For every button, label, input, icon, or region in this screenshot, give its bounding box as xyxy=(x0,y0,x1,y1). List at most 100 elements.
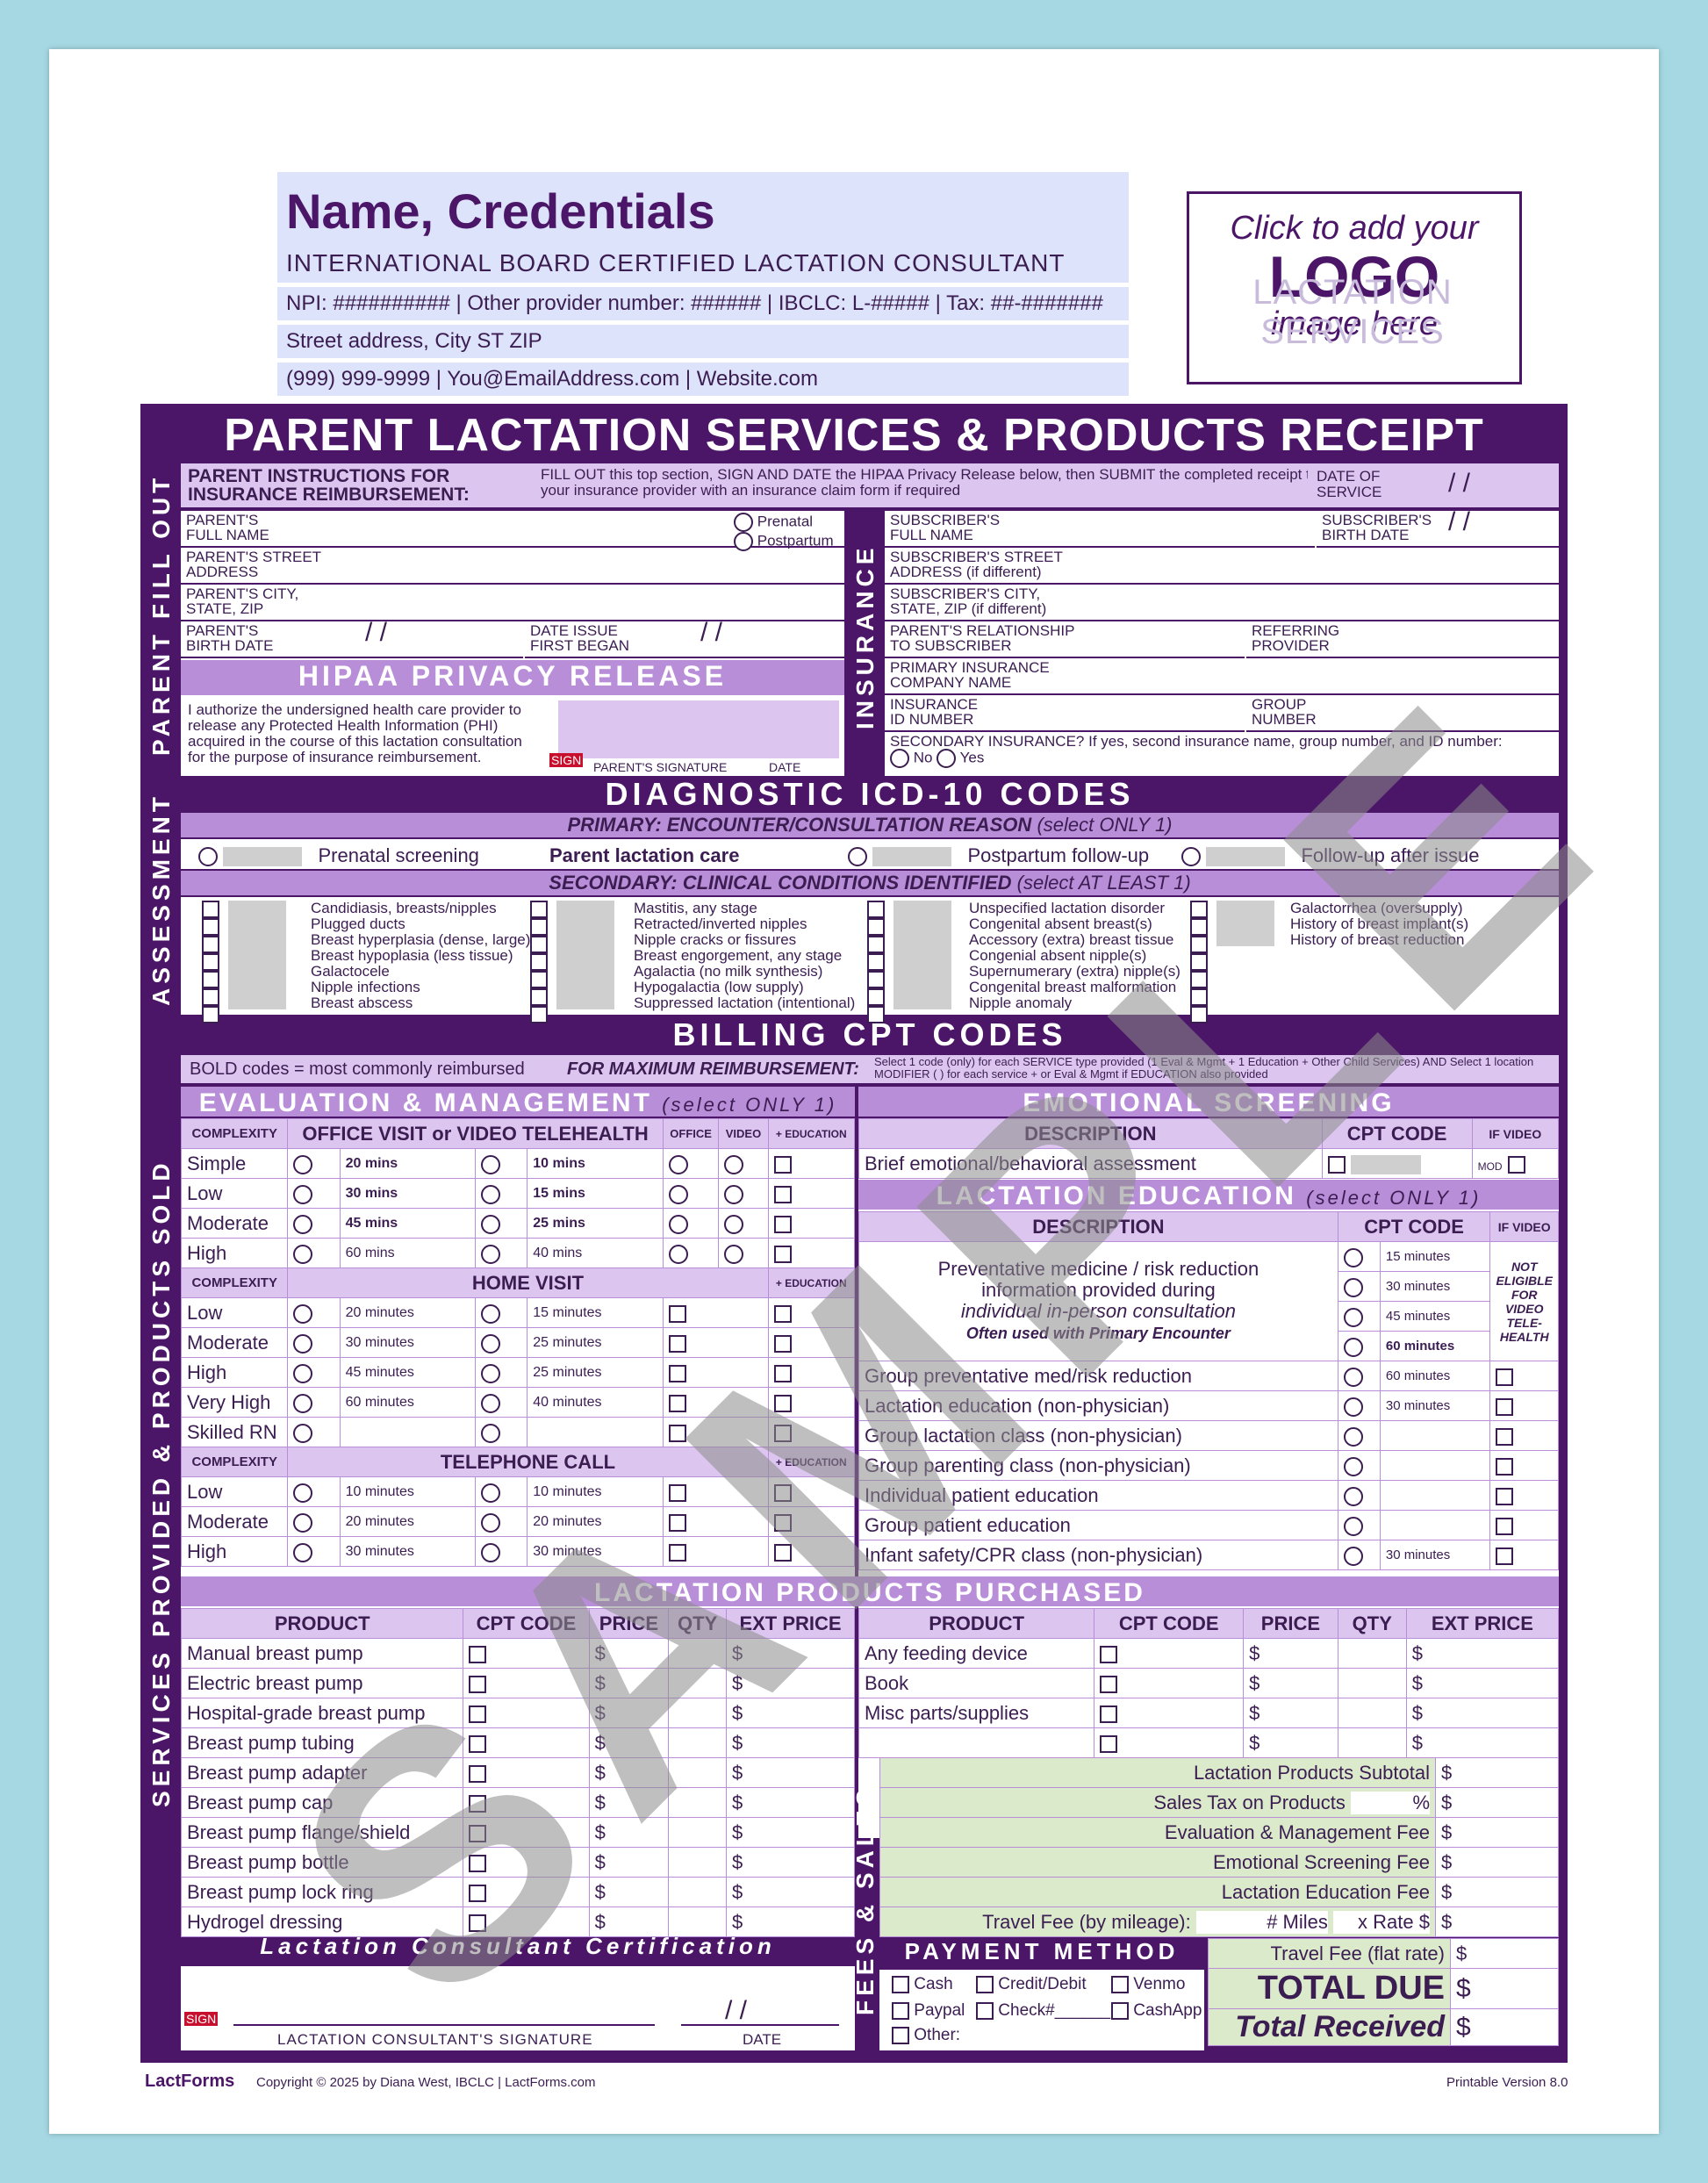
secondary-no-radio[interactable] xyxy=(890,749,909,768)
subscriber-birth-field[interactable]: SUBSCRIBER'S BIRTH DATE/ / xyxy=(1317,507,1559,548)
max-reimbursement-text: Select 1 code (only) for each SERVICE ty… xyxy=(874,1055,1534,1081)
insurance-id-field[interactable]: INSURANCE ID NUMBER xyxy=(885,695,1245,732)
col4-list: Galactorrhea (oversupply)History of brea… xyxy=(1290,900,1469,948)
code-box xyxy=(893,901,951,1009)
insurance-panel: SUBSCRIBER'S FULL NAME SUBSCRIBER'S BIRT… xyxy=(885,507,1559,776)
secondary-yes-radio[interactable] xyxy=(937,749,957,768)
instructions-bar: PARENT INSTRUCTIONS FOR INSURANCE REIMBU… xyxy=(181,463,1331,507)
cpt-note-bar: BOLD codes = most commonly reimbursed FO… xyxy=(181,1055,1559,1083)
instructions-text: FILL OUT this top section, SIGN AND DATE… xyxy=(541,466,1319,499)
cash-option[interactable]: Cash xyxy=(892,1975,953,1994)
subscriber-street-field[interactable]: SUBSCRIBER'S STREET ADDRESS (if differen… xyxy=(885,548,1559,585)
parent-city-field[interactable]: PARENT'S CITY, STATE, ZIP xyxy=(181,585,844,621)
other-option[interactable]: Other: xyxy=(892,2026,960,2045)
parent-full-name-field[interactable]: PARENT'S FULL NAME Prenatal Postpartum xyxy=(181,511,844,551)
check-option[interactable]: Check#______ xyxy=(976,2001,1110,2021)
relationship-field[interactable]: PARENT'S RELATIONSHIP TO SUBSCRIBER xyxy=(885,621,1245,658)
cashapp-option[interactable]: CashApp xyxy=(1111,2001,1202,2021)
code-box xyxy=(1216,901,1274,946)
version: Printable Version 8.0 xyxy=(1446,2075,1568,2090)
col3-checkboxes[interactable] xyxy=(867,901,885,1023)
cert-date-line[interactable] xyxy=(681,2024,839,2026)
payment-heading: PAYMENT METHOD xyxy=(904,1938,1180,1964)
prenatal-label: Prenatal xyxy=(757,513,814,530)
credit-option[interactable]: Credit/Debit xyxy=(976,1975,1087,1994)
col1-checkboxes[interactable] xyxy=(202,901,219,1023)
table-row: Group patient education xyxy=(858,1510,1559,1540)
bold-codes-note: BOLD codes = most commonly reimbursed xyxy=(190,1059,525,1079)
insurance-company-field[interactable]: PRIMARY INSURANCE COMPANY NAME xyxy=(885,658,1559,695)
table-row: Lactation Products Subtotal$ xyxy=(879,1757,1559,1788)
parent-birth-date-field[interactable]: PARENT'S BIRTH DATE/ / xyxy=(181,620,523,658)
subscriber-city-field[interactable]: SUBSCRIBER'S CITY, STATE, ZIP (if differ… xyxy=(885,585,1559,621)
date-slashes: / / xyxy=(1448,469,1471,498)
side-label-parent: PARENT FILL OUT xyxy=(147,473,175,756)
table-row: Group parenting class (non-physician) xyxy=(858,1450,1559,1481)
table-row: Book$$ xyxy=(858,1668,1560,1698)
consultant-signature-label: LACTATION CONSULTANT'S SIGNATURE xyxy=(277,2031,593,2048)
subscriber-name-field[interactable]: SUBSCRIBER'S FULL NAME xyxy=(885,511,1315,548)
logo-placeholder[interactable]: LACTATION SERVICES Click to add your LOG… xyxy=(1187,191,1522,384)
date-of-service-field[interactable]: DATE OF SERVICE / / xyxy=(1308,463,1559,507)
postpartum-radio[interactable] xyxy=(734,532,753,551)
referring-provider-field[interactable]: REFERRING PROVIDER xyxy=(1246,621,1559,658)
parent-street-field[interactable]: PARENT'S STREET ADDRESS xyxy=(181,548,844,585)
emotional-heading: EMOTIONAL SCREENING xyxy=(1023,1088,1395,1117)
cpt-heading: BILLING CPT CODES xyxy=(672,1016,1067,1052)
table-row: Total Received$ xyxy=(1208,2008,1559,2046)
table-row: Any feeding device$$ xyxy=(858,1638,1560,1669)
parent-signature-label: PARENT'S SIGNATURE xyxy=(593,760,728,774)
table-row: Travel Fee (flat rate)$ xyxy=(1208,1938,1559,1969)
consultant-signature-line[interactable] xyxy=(233,2024,655,2026)
contact-field[interactable]: (999) 999-9999 | You@EmailAddress.com | … xyxy=(277,363,1129,396)
venmo-option[interactable]: Venmo xyxy=(1111,1975,1185,1994)
prenatal-radio[interactable] xyxy=(734,513,753,532)
logo-line-1: Click to add your xyxy=(1230,210,1479,247)
max-reimbursement-label: FOR MAXIMUM REIMBURSEMENT: xyxy=(567,1059,859,1079)
primary-option-2[interactable]: Parent lactation care xyxy=(549,844,740,866)
hipaa-signature-field[interactable] xyxy=(558,700,839,758)
sign-arrow: SIGN xyxy=(184,2012,219,2026)
provider-name-field[interactable]: Name, Credentials xyxy=(277,172,1129,246)
paypal-option[interactable]: Paypal xyxy=(892,2001,965,2021)
table-row: Breast pump adapter$$ xyxy=(180,1757,855,1788)
instructions-heading: PARENT INSTRUCTIONS FOR INSURANCE REIMBU… xyxy=(188,466,470,505)
cert-date-slashes: / / xyxy=(725,1996,748,2025)
provider-ids-field[interactable]: NPI: ########## | Other provider number:… xyxy=(277,287,1129,320)
education-heading-bar: LACTATION EDUCATION (select ONLY 1) xyxy=(858,1180,1559,1210)
primary-option-3[interactable]: Postpartum follow-up xyxy=(848,844,1149,867)
address-field[interactable]: Street address, City ST ZIP xyxy=(277,325,1129,358)
totals-table: Travel Fee (flat rate)$ TOTAL DUE$ Total… xyxy=(1208,1938,1559,2046)
table-row: Breast pump flange/shield$$ xyxy=(180,1817,855,1848)
group-number-field[interactable]: GROUP NUMBER xyxy=(1246,695,1559,732)
side-label-assessment: ASSESSMENT xyxy=(147,793,175,1007)
table-row: Electric breast pump$$ xyxy=(180,1668,855,1698)
table-row: Lactation Education Fee$ xyxy=(879,1877,1559,1907)
table-row: Breast pump bottle$$ xyxy=(180,1847,855,1878)
products-heading: LACTATION PRODUCTS PURCHASED xyxy=(594,1578,1145,1607)
copyright: Copyright © 2025 by Diana West, IBCLC | … xyxy=(256,2075,596,2090)
certification-panel: SIGN LACTATION CONSULTANT'S SIGNATURE / … xyxy=(181,1966,855,2050)
sub-birth-slashes: / / xyxy=(1448,507,1471,536)
table-row: Hospital-grade breast pump$$ xyxy=(180,1698,855,1728)
table-row: 45 minutes xyxy=(859,1301,1559,1332)
col2-checkboxes[interactable] xyxy=(530,901,548,1023)
credential-field[interactable]: INTERNATIONAL BOARD CERTIFIED LACTATION … xyxy=(277,246,1129,283)
table-row: 60 minutes xyxy=(859,1331,1559,1361)
col4-checkboxes[interactable] xyxy=(1190,901,1208,1023)
hipaa-panel: I authorize the undersigned health care … xyxy=(181,697,844,776)
secondary-insurance-field[interactable]: SECONDARY INSURANCE? If yes, second insu… xyxy=(885,732,1559,774)
primary-option-1[interactable]: Prenatal screening xyxy=(198,844,479,867)
fees-table: Lactation Products Subtotal$ Sales Tax o… xyxy=(879,1757,1559,1937)
table-row: Hydrogel dressing$$ xyxy=(180,1907,855,1937)
issue-date-field[interactable]: DATE ISSUE FIRST BEGAN/ / xyxy=(525,618,844,658)
issue-slashes: / / xyxy=(700,618,723,647)
